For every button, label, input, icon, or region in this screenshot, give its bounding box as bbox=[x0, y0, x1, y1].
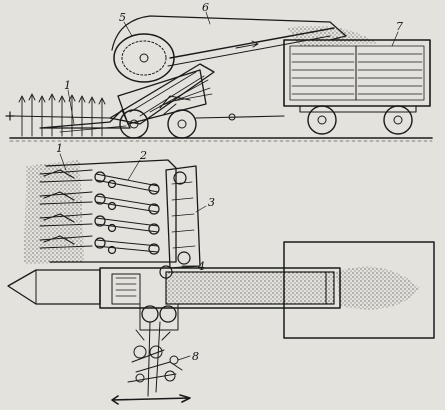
trailer-wheel-front bbox=[307, 105, 337, 135]
output-bundle bbox=[111, 394, 191, 405]
callout-8: 8 bbox=[192, 350, 199, 363]
crop-rows bbox=[24, 160, 84, 264]
gathering-chains bbox=[95, 173, 159, 253]
conveyor-flow-arrow-icon bbox=[235, 40, 259, 49]
plan-header-frame bbox=[45, 159, 177, 263]
stalk-tying-unit bbox=[127, 321, 183, 397]
sprocket-pairs bbox=[94, 171, 160, 255]
transverse-conveyor bbox=[165, 165, 201, 269]
bin-with-product bbox=[165, 271, 335, 305]
callout-1-side: 1 bbox=[64, 79, 71, 92]
drum-in-plan bbox=[111, 273, 141, 305]
machine-body bbox=[117, 69, 207, 125]
standing-plants bbox=[18, 93, 106, 137]
callout-4: 4 bbox=[197, 260, 205, 273]
callout-5: 5 bbox=[119, 11, 126, 24]
trailer-wheel-rear bbox=[383, 105, 413, 135]
drawbar bbox=[195, 115, 285, 119]
plan-view bbox=[7, 153, 435, 405]
rear-wheel bbox=[167, 109, 197, 139]
callout-6: 6 bbox=[202, 1, 209, 14]
side-view bbox=[5, 11, 433, 142]
drawbar-frame bbox=[7, 269, 101, 305]
drum-hood bbox=[111, 15, 347, 51]
callout-2: 2 bbox=[139, 149, 147, 162]
hitch-icon bbox=[5, 111, 15, 121]
plan-trailer bbox=[283, 241, 435, 339]
callout-3: 3 bbox=[208, 196, 215, 209]
product-stream bbox=[286, 26, 380, 46]
callout-7: 7 bbox=[396, 20, 403, 33]
row-dividers bbox=[39, 169, 93, 249]
threshing-drum bbox=[113, 33, 175, 83]
trailer-body bbox=[283, 39, 431, 107]
front-wheel bbox=[119, 109, 149, 139]
callout-numbers: 1 5 6 7 1 2 3 4 8 bbox=[56, 1, 403, 363]
callout-1-plan: 1 bbox=[56, 142, 63, 155]
unloaded-pile bbox=[336, 266, 420, 310]
